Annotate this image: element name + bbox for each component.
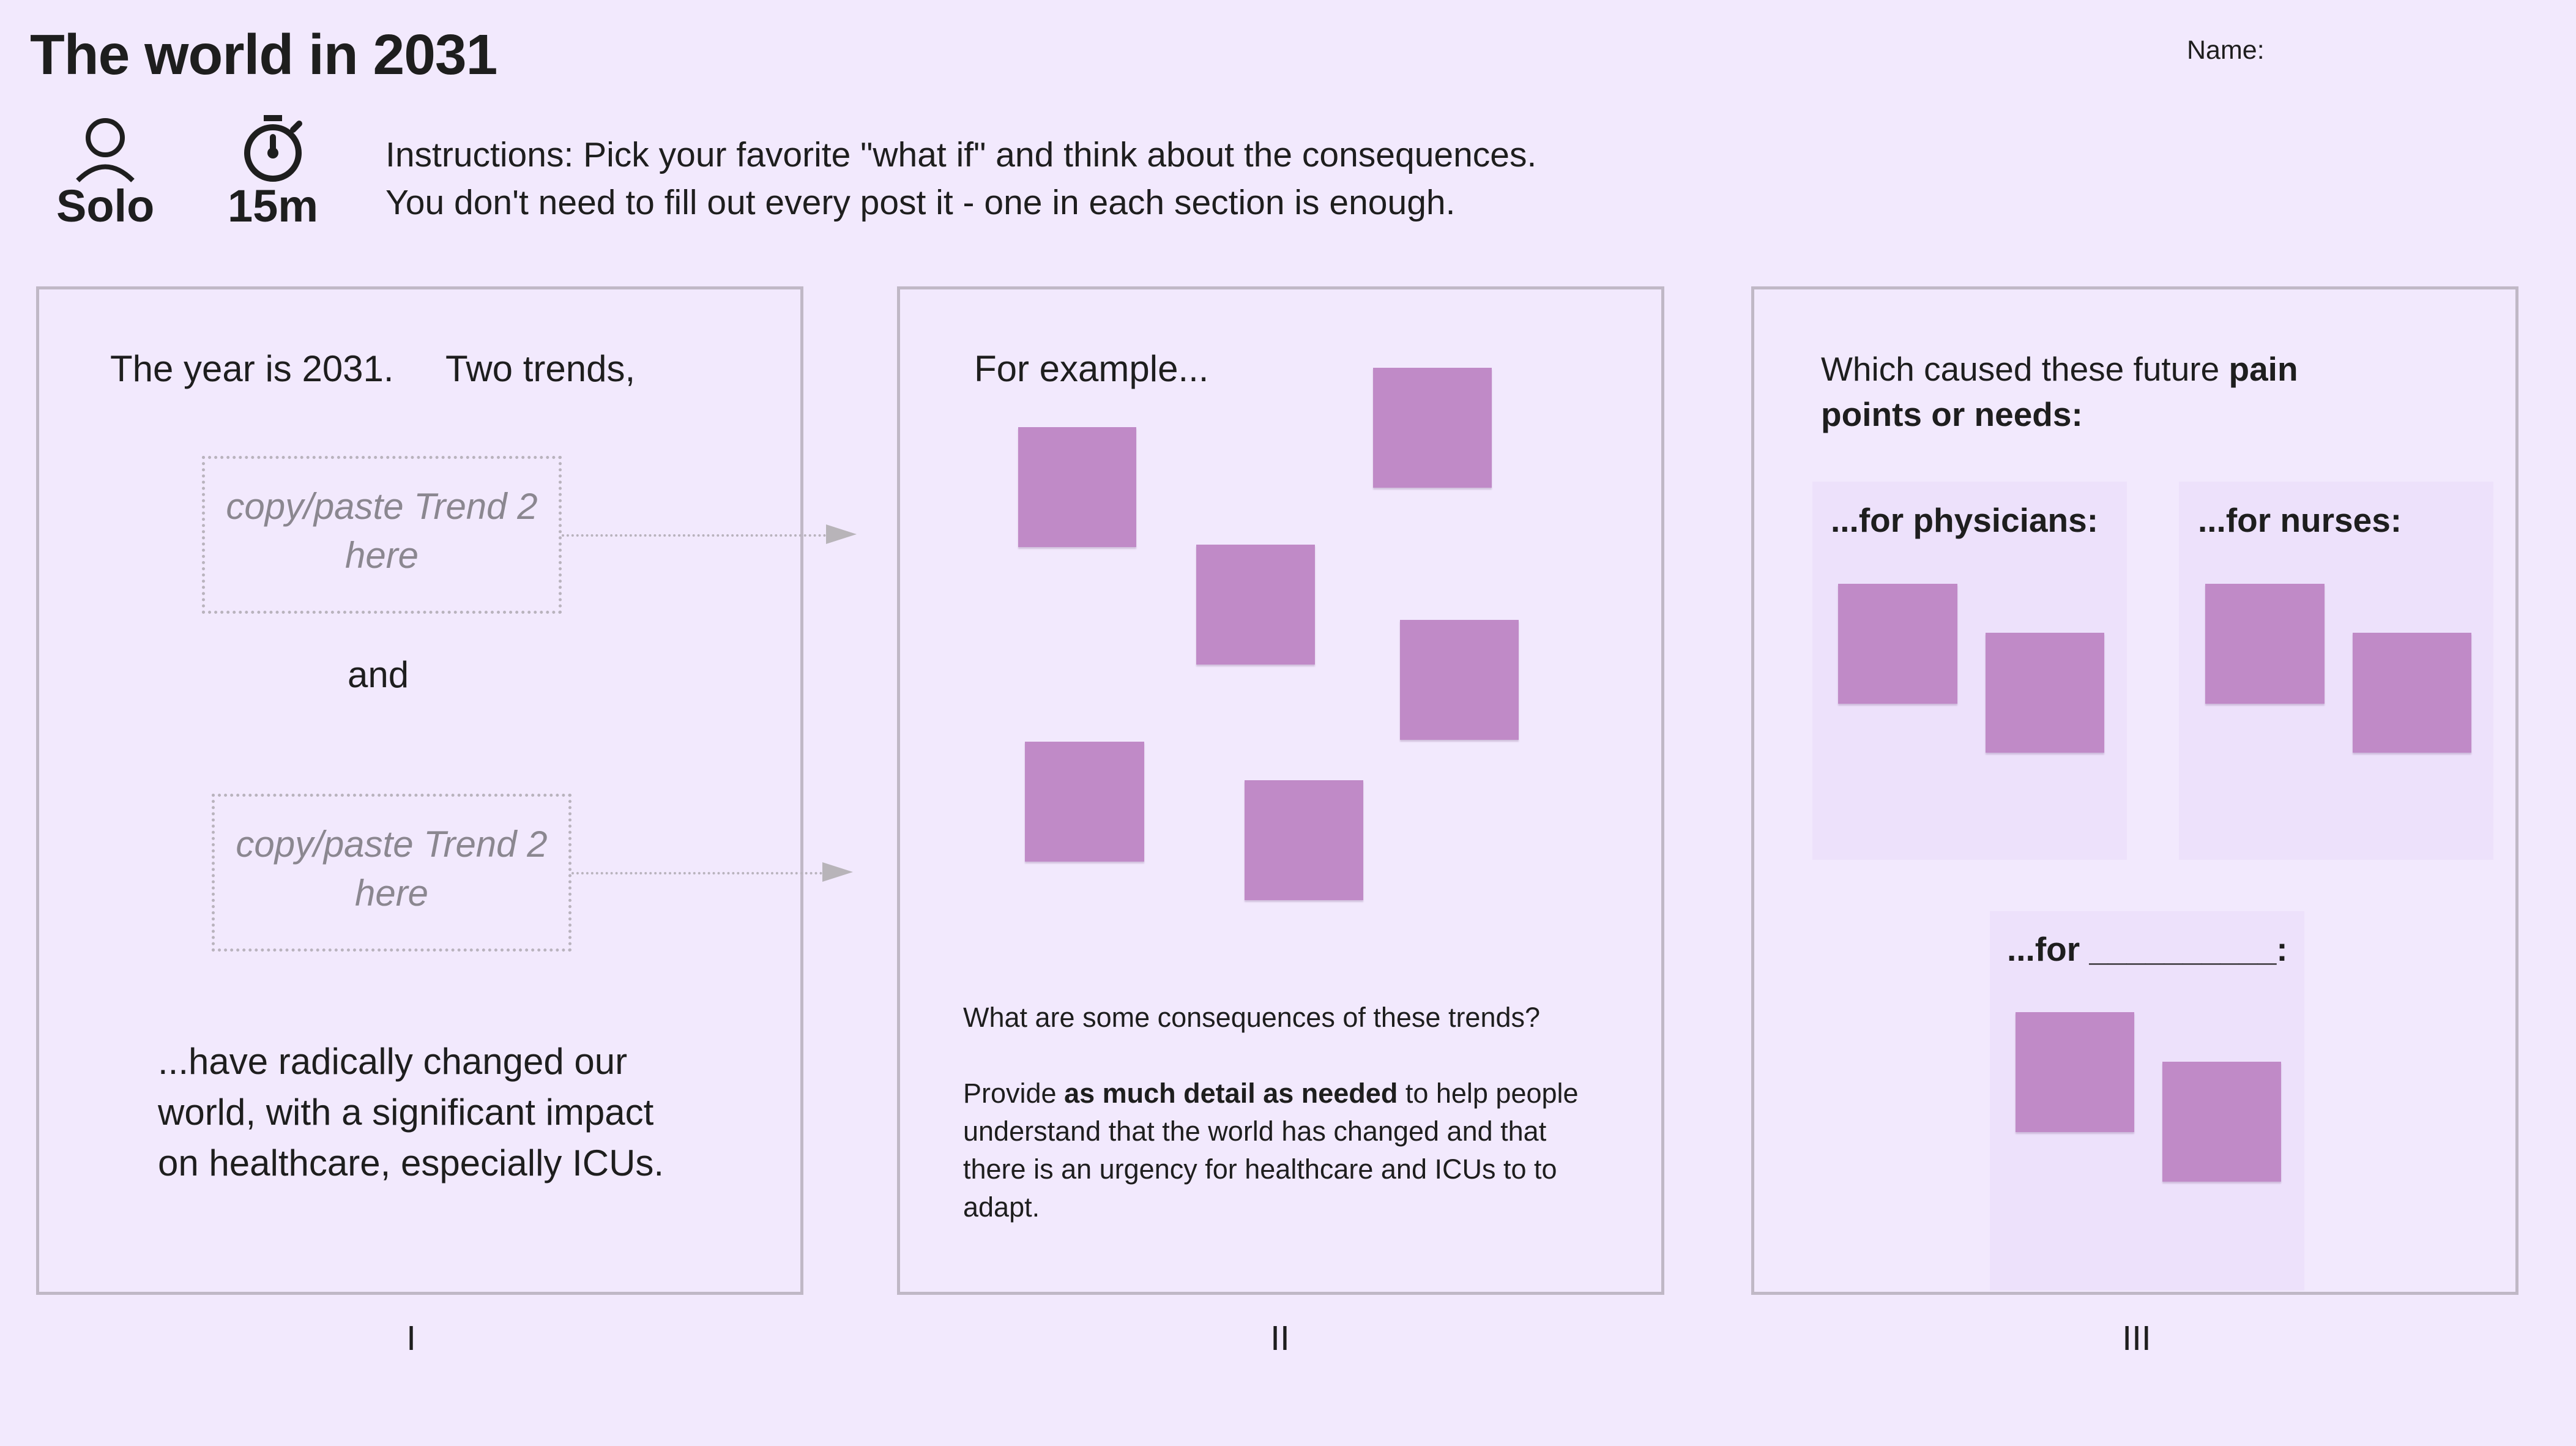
panel-pain-points — [1751, 286, 2518, 1295]
sticky-note[interactable] — [1986, 633, 2104, 753]
instructions-line-1: Instructions: Pick your favorite "what i… — [385, 135, 1537, 174]
panel-2-number: II — [1270, 1319, 1290, 1358]
detail-instructions: Provide as much detail as needed to help… — [963, 1075, 1579, 1226]
heading-line-1: Which caused these future pain — [1821, 350, 2298, 388]
panel-consequences — [897, 286, 1664, 1295]
trend-2-connector-line — [571, 872, 822, 874]
panel-trends — [36, 286, 803, 1295]
nurses-card-title: ...for nurses: — [2198, 501, 2402, 539]
trend-1-placeholder-line-2: here — [344, 535, 419, 576]
sticky-note[interactable] — [1245, 780, 1363, 900]
sticky-note[interactable] — [2162, 1062, 2281, 1182]
sticky-note[interactable] — [1196, 545, 1315, 665]
intro-year-text: The year is 2031. — [110, 348, 394, 389]
mode-indicator: Solo — [56, 116, 154, 229]
sticky-note[interactable] — [2016, 1012, 2134, 1132]
detail-emphasis: as much detail as needed — [1064, 1078, 1398, 1109]
closing-statement: ...have radically changed our world, wit… — [158, 1036, 664, 1188]
sticky-note[interactable] — [2353, 633, 2471, 753]
stopwatch-icon — [244, 115, 302, 182]
detail-line-2: understand that the world has changed an… — [963, 1116, 1547, 1147]
sticky-note[interactable] — [1838, 584, 1957, 704]
sticky-note[interactable] — [2205, 584, 2325, 704]
page-title: The world in 2031 — [30, 23, 497, 86]
sticky-note[interactable] — [1025, 742, 1144, 862]
trend-1-input-box[interactable]: copy/paste Trend 2 here — [202, 456, 562, 614]
and-connector-text: and — [348, 654, 409, 695]
panel-1-number: I — [406, 1319, 416, 1358]
closing-line-1: ...have radically changed our — [158, 1041, 628, 1082]
mode-label: Solo — [56, 181, 155, 231]
arrow-right-icon — [822, 862, 853, 882]
duration-label: 15m — [227, 181, 319, 231]
trend-2-input-box[interactable]: copy/paste Trend 2 here — [212, 794, 571, 952]
trend-1-placeholder-line-1: copy/paste Trend 2 — [226, 486, 538, 527]
trend-2-placeholder-line-1: copy/paste Trend 2 — [236, 824, 548, 865]
other-role-card-title: ...for __________: — [2007, 930, 2288, 968]
consequences-question: What are some consequences of these tren… — [963, 1002, 1541, 1033]
closing-line-3: on healthcare, especially ICUs. — [158, 1142, 664, 1183]
detail-line-1: Provide as much detail as needed to help… — [963, 1078, 1579, 1109]
arrow-right-icon — [826, 524, 857, 544]
instructions: Instructions: Pick your favorite "what i… — [385, 131, 1536, 226]
name-label: Name: — [2187, 35, 2265, 65]
example-label: For example... — [974, 348, 1209, 389]
closing-line-2: world, with a significant impact — [158, 1092, 654, 1133]
physicians-card-title: ...for physicians: — [1831, 501, 2099, 539]
sticky-note[interactable] — [1018, 427, 1136, 547]
person-icon — [76, 118, 135, 182]
pain-points-heading: Which caused these future pain points or… — [1821, 346, 2298, 437]
heading-line-2: points or needs: — [1821, 395, 2083, 433]
trend-1-connector-line — [562, 534, 826, 537]
duration-indicator: 15m — [224, 114, 322, 229]
detail-line-4: adapt. — [963, 1191, 1040, 1223]
trend-2-placeholder-line-2: here — [354, 873, 429, 914]
detail-line-3: there is an urgency for healthcare and I… — [963, 1153, 1557, 1185]
intro-trends-text: Two trends, — [445, 348, 636, 389]
sticky-note[interactable] — [1373, 368, 1492, 488]
sticky-note[interactable] — [1400, 620, 1519, 740]
panel-3-number: III — [2122, 1319, 2151, 1358]
instructions-line-2: You don't need to fill out every post it… — [385, 183, 1456, 222]
